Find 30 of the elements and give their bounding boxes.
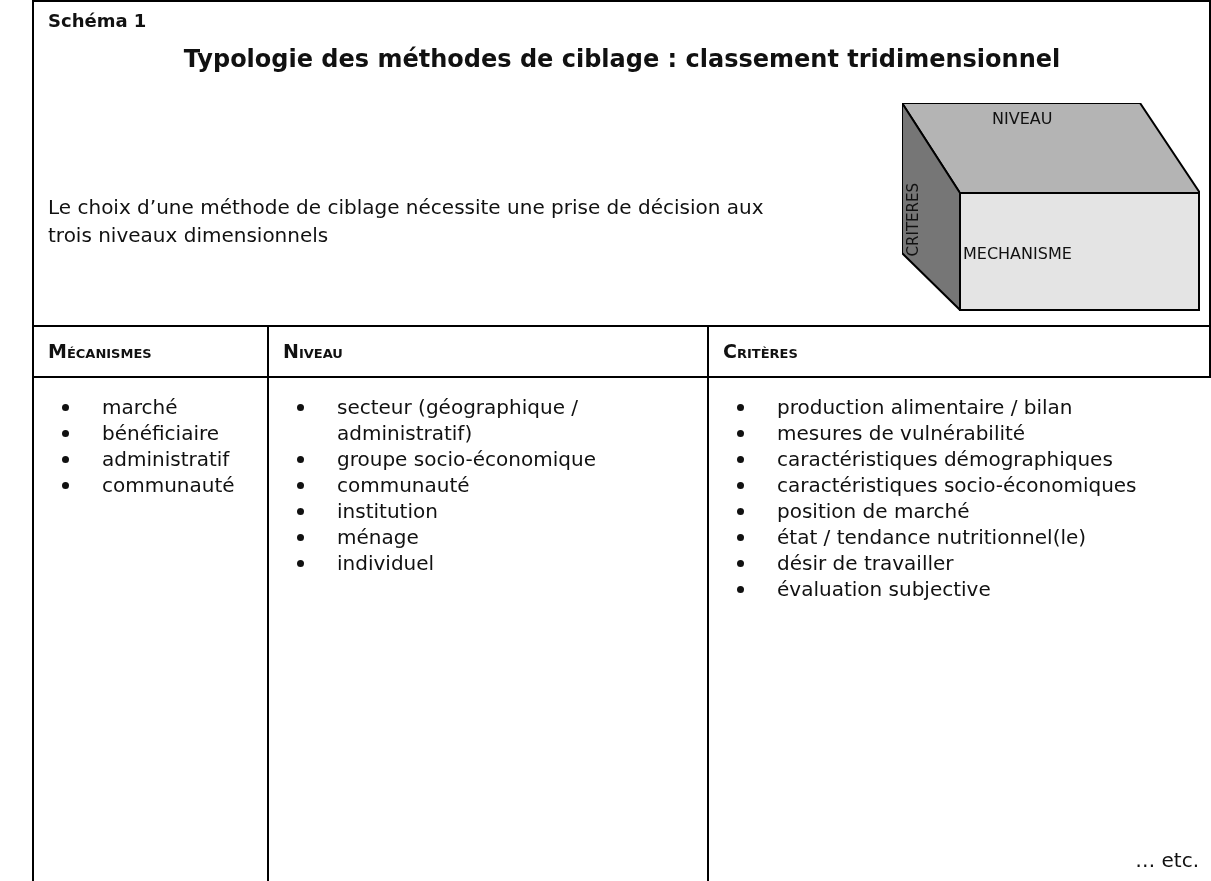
- list-item: caractéristiques socio-économiques: [763, 472, 1183, 498]
- list-item: bénéficiaire: [88, 420, 288, 446]
- note: … etc.: [1135, 848, 1199, 872]
- cube-face: [902, 103, 960, 311]
- list-item: institution: [323, 498, 703, 524]
- list-item: marché: [88, 394, 288, 420]
- cube-face: [959, 192, 1200, 311]
- title: Typologie des méthodes de ciblage : classement tridimensionnel: [182, 45, 1062, 73]
- list-item: ménage: [323, 524, 703, 550]
- list-item: état / tendance nutritionnel(le): [763, 524, 1183, 550]
- column-header: Niveau: [283, 340, 343, 362]
- list-item: production alimentaire / bilan: [763, 394, 1183, 420]
- list-item: administratif: [88, 446, 288, 472]
- list-item: mesures de vulnérabilité: [763, 420, 1183, 446]
- figure-number: Schéma 1: [48, 10, 147, 31]
- list-item: désir de travailler: [763, 550, 1183, 576]
- list-item: communauté: [323, 472, 703, 498]
- intro-text: Le choix d’une méthode de ciblage nécessite une prise de décision aux trois niveaux dimensionnels: [48, 194, 765, 249]
- face-label: MECHANISME: [963, 244, 1072, 263]
- list-item: communauté: [88, 472, 288, 498]
- list-item: caractéristiques démographiques: [763, 446, 1183, 472]
- list-item: secteur (géographique / administratif): [323, 394, 703, 446]
- list-item: évaluation subjective: [763, 576, 1183, 602]
- list-item: position de marché: [763, 498, 1183, 524]
- column-header: Critères: [723, 340, 798, 362]
- face-label: CRITERES: [904, 183, 922, 257]
- face-label: NIVEAU: [992, 109, 1053, 128]
- list-item: groupe socio-économique: [323, 446, 703, 472]
- list-item: individuel: [323, 550, 703, 576]
- column-header: Mécanismes: [48, 340, 152, 362]
